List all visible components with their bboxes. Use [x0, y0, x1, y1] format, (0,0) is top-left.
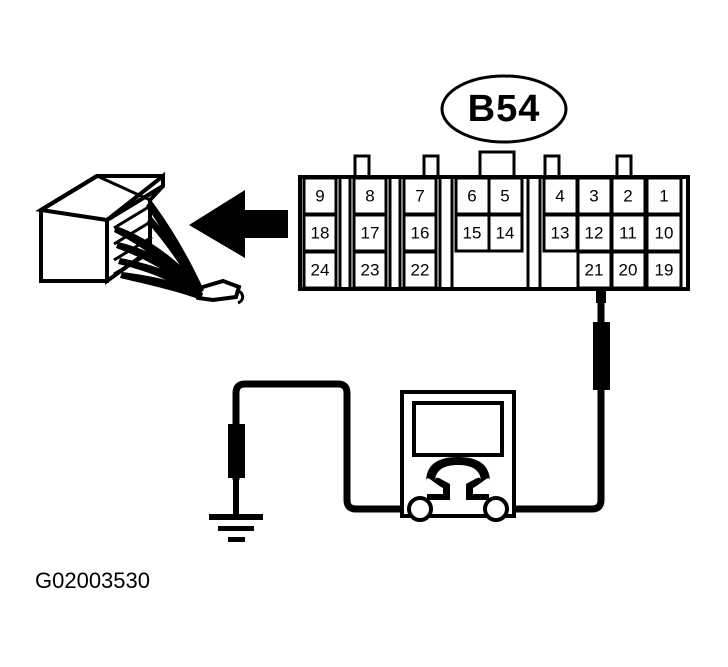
pin-cell: 15 — [454, 213, 491, 253]
pin-cell: 24 — [302, 250, 338, 290]
connector-probe-lead — [507, 287, 610, 513]
ohmmeter — [400, 390, 516, 522]
housing-edge-a — [96, 174, 151, 202]
ground-probe-lead — [228, 380, 409, 518]
pin-cell-box — [645, 250, 683, 290]
insertion-arrow-icon — [189, 190, 288, 258]
pin-cell-box — [402, 250, 438, 290]
connector-label-badge: B54 — [440, 74, 568, 144]
pin-cell-box — [645, 213, 683, 253]
pin-cell: 14 — [487, 213, 524, 253]
pin-cell: 23 — [352, 250, 388, 290]
pin-number: 2 — [623, 186, 632, 205]
probe-grip-right — [593, 322, 610, 390]
pin-cell: 2 — [610, 176, 647, 216]
pin-cell: 17 — [352, 213, 388, 253]
column-dividers — [338, 177, 542, 289]
pin-cell-box — [302, 213, 338, 253]
pin-cell: 22 — [402, 250, 438, 290]
pin-number: 16 — [411, 223, 430, 242]
pin-cell-box — [352, 250, 388, 290]
probe-tip-hook — [235, 288, 245, 305]
meter-terminal-right[interactable] — [483, 496, 509, 522]
probe-grip-left — [228, 424, 245, 478]
pin-row-3: 24 23 22 21 20 — [302, 250, 683, 290]
pin-number: 23 — [361, 260, 380, 279]
pin-number: 5 — [500, 186, 509, 205]
pin-number: 13 — [551, 223, 570, 242]
pin-number: 18 — [311, 223, 330, 242]
pin-cell-box — [302, 250, 338, 290]
pin-number: 20 — [619, 260, 638, 279]
pin-cell: 7 — [402, 176, 438, 216]
pin-cell-box — [352, 176, 388, 216]
pin-cell-box — [402, 176, 438, 216]
pin-number: 9 — [315, 186, 324, 205]
pin-cell: 8 — [352, 176, 388, 216]
ground-bar-2 — [218, 526, 254, 531]
pin-cell-probed: 21 — [576, 250, 613, 290]
pin-cell: 3 — [576, 176, 613, 216]
pin-number: 7 — [415, 186, 424, 205]
pin-cell-box — [487, 213, 524, 253]
pin-cell: 1 — [645, 176, 683, 216]
chassis-ground-icon — [209, 514, 263, 542]
pin-cell-box — [610, 250, 647, 290]
pin-number: 6 — [467, 186, 476, 205]
harness-illustration — [35, 171, 288, 305]
pin-number: 4 — [555, 186, 564, 205]
meter-display — [412, 401, 504, 457]
label-ellipse — [440, 74, 568, 144]
pin-number: 19 — [655, 260, 674, 279]
ground-bar-1 — [209, 514, 263, 520]
pin-number: 3 — [589, 186, 598, 205]
pin-cell: 13 — [542, 213, 579, 253]
pin-cell-box — [352, 213, 388, 253]
pin-cell: 19 — [645, 250, 683, 290]
pin-cell: 6 — [454, 176, 491, 216]
wire-bundle — [114, 200, 204, 300]
lead-wire-left — [232, 380, 409, 513]
pin-cell-box — [576, 176, 613, 216]
pin-number: 17 — [361, 223, 380, 242]
pin-number: 11 — [619, 223, 637, 242]
lead-wire-right — [507, 295, 605, 513]
connector-pinout: 9 8 7 6 5 — [298, 150, 690, 291]
probe-tip-body — [193, 278, 242, 303]
pin-cell: 20 — [610, 250, 647, 290]
pin-cell-box — [454, 213, 491, 253]
figure-caption: G02003530 — [35, 568, 150, 593]
pin-cell: 9 — [302, 176, 338, 216]
pin-number: 8 — [365, 186, 374, 205]
ground-bar-3 — [228, 537, 245, 542]
pin-number: 14 — [496, 223, 515, 242]
pin-cell-box — [610, 213, 647, 253]
pin-number: 15 — [463, 223, 482, 242]
pin-row-1: 9 8 7 6 5 — [302, 176, 683, 216]
pin-number: 12 — [585, 223, 604, 242]
meter-terminal-left[interactable] — [407, 496, 433, 522]
pin-cell: 4 — [542, 176, 579, 216]
pin-cell: 11 — [610, 213, 647, 253]
pin-row-2: 18 17 16 15 14 — [302, 213, 683, 253]
pin-number: 24 — [311, 260, 330, 279]
pin-cell: 18 — [302, 213, 338, 253]
pin-cell: 10 — [645, 213, 683, 253]
pin-cell: 12 — [576, 213, 613, 253]
pin-cell-box — [487, 176, 524, 216]
ohm-symbol — [426, 457, 490, 500]
pin-cell: 16 — [402, 213, 438, 253]
pin-number: 10 — [655, 223, 674, 242]
omega-glyph — [426, 457, 490, 500]
pin-number: 22 — [411, 260, 430, 279]
pin-number: 21 — [585, 260, 604, 279]
pin-cell-box — [454, 176, 491, 216]
pin-number: 1 — [659, 186, 668, 205]
connector-label-text: B54 — [468, 88, 541, 130]
pin-cell: 5 — [487, 176, 524, 216]
